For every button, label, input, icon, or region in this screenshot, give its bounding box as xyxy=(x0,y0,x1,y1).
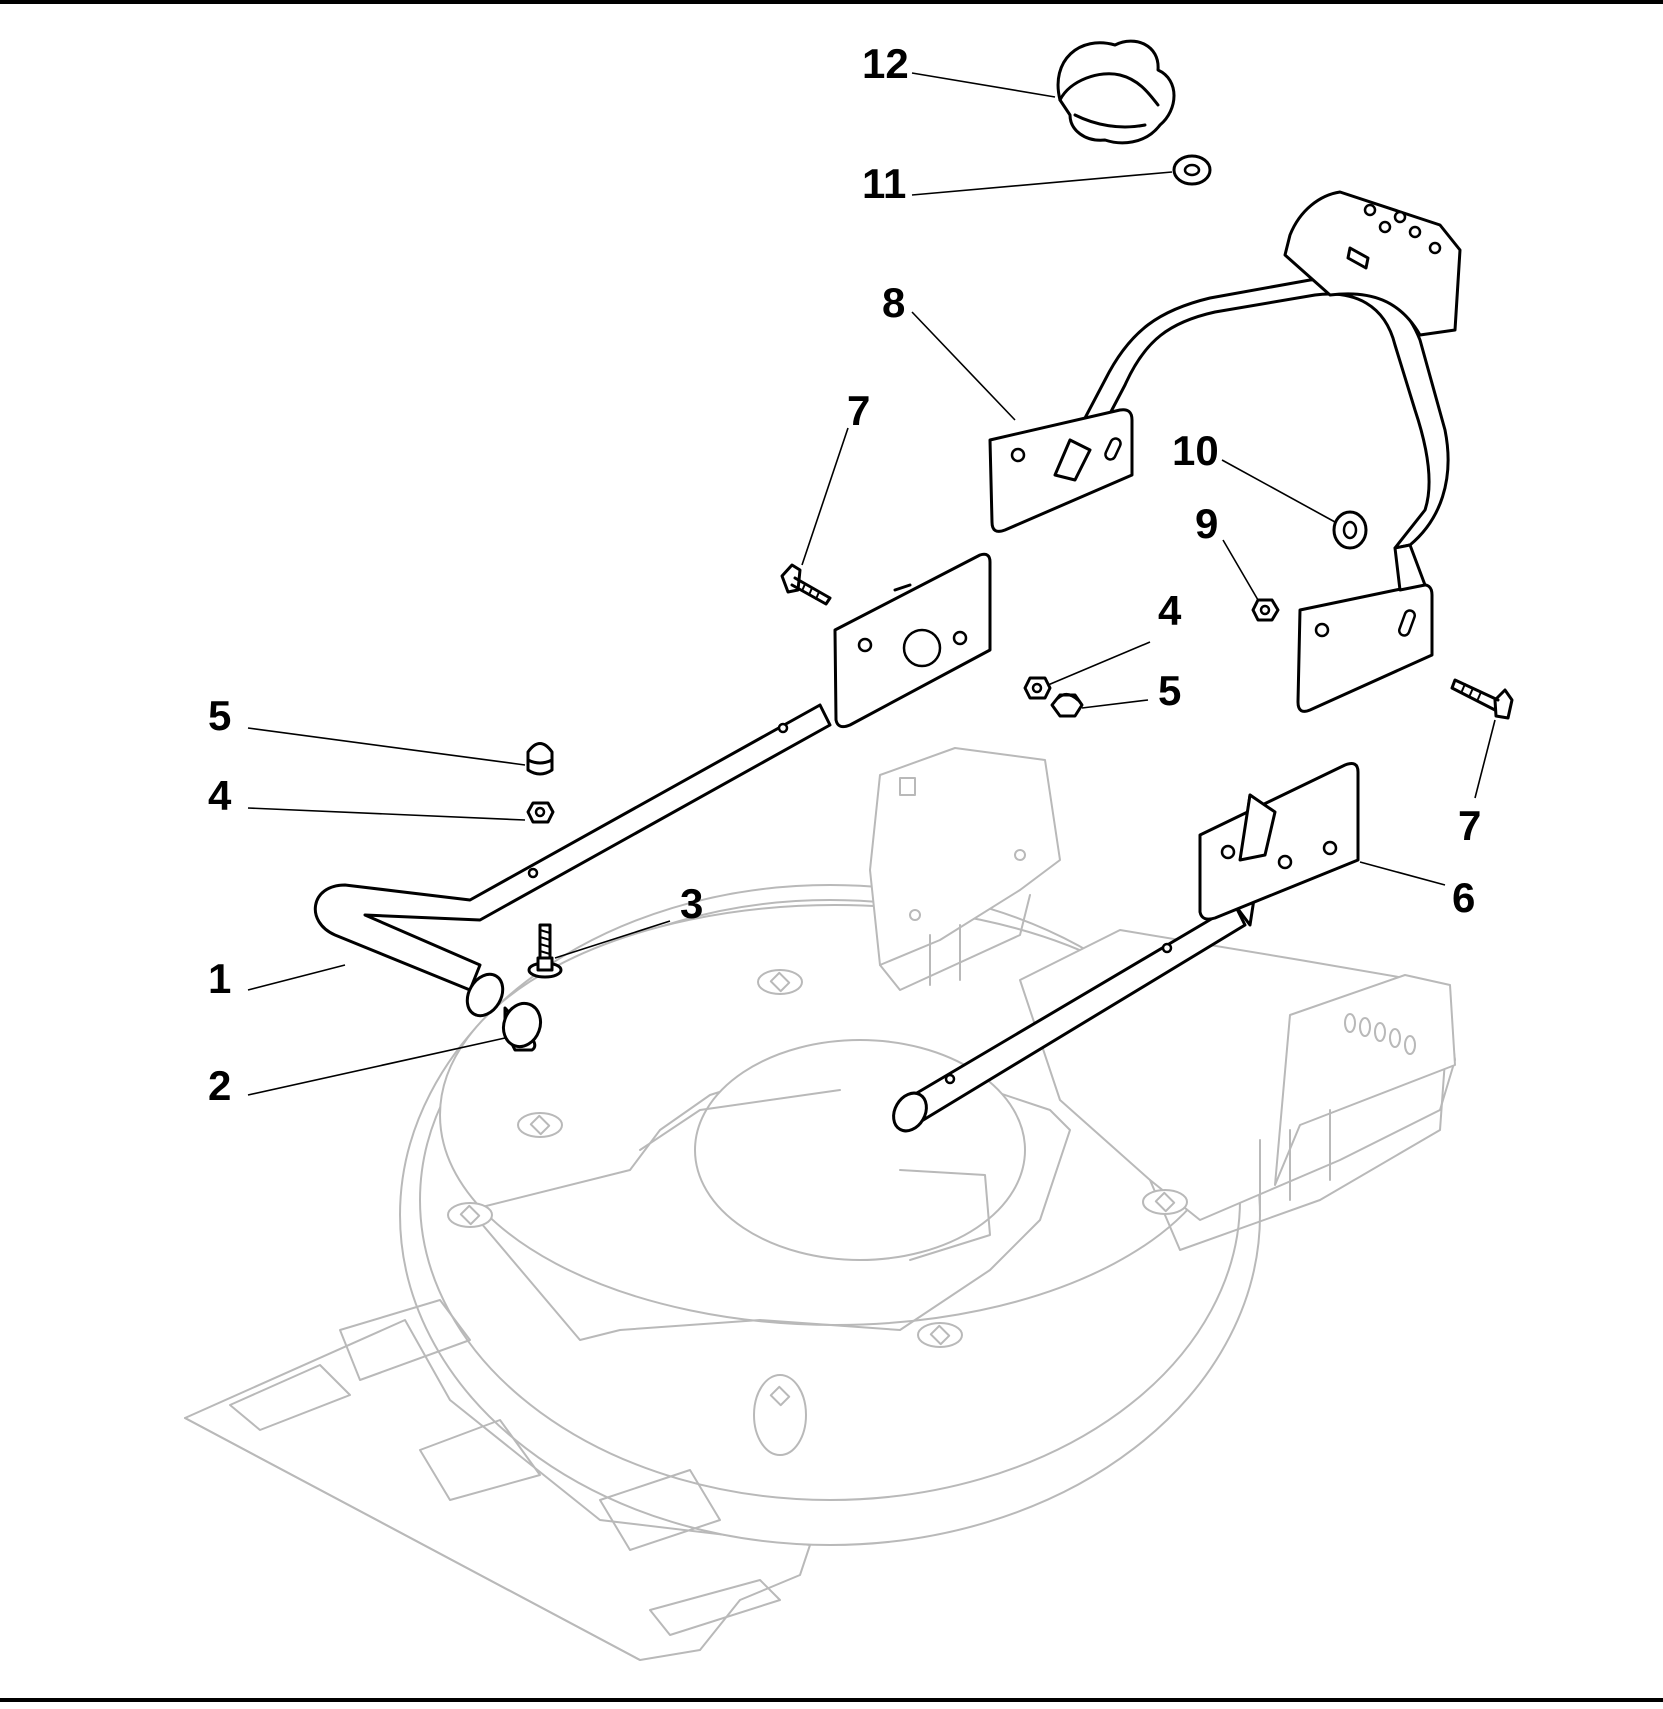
callout-2: 2 xyxy=(208,1062,231,1109)
callout-7-upper: 7 xyxy=(847,387,870,434)
callout-4-left: 4 xyxy=(208,772,232,819)
part-4-lock-nut-left xyxy=(526,801,555,824)
part-8-right-mounting-plate xyxy=(1296,543,1434,713)
part-3-bolt xyxy=(527,923,563,979)
part-1-left-handle-tube xyxy=(313,703,832,1018)
part-5-cap-nut-right xyxy=(1050,693,1084,718)
callout-5-left: 5 xyxy=(208,692,231,739)
part-5-cap-nut-left xyxy=(526,742,554,776)
callout-1: 1 xyxy=(208,955,231,1002)
callout-3: 3 xyxy=(680,880,703,927)
deck-front-flap xyxy=(184,1319,811,1661)
part-1-mounting-plate xyxy=(833,552,992,729)
leader-lines xyxy=(247,72,1496,1096)
part-6-mounting-plate xyxy=(1198,762,1360,921)
part-9-nut xyxy=(1251,598,1280,622)
part-7-bolt-lower xyxy=(1450,678,1514,720)
callout-10: 10 xyxy=(1172,427,1219,474)
callout-11: 11 xyxy=(862,160,906,207)
callout-5-right: 5 xyxy=(1158,667,1181,714)
callout-9: 9 xyxy=(1195,500,1218,547)
part-7-bolt-upper xyxy=(780,563,832,606)
part-11-washer xyxy=(1172,154,1212,186)
motor-mount-plate xyxy=(469,1059,1071,1341)
part-2-tube-end-cap xyxy=(501,1001,543,1052)
mower-deck-background xyxy=(184,747,1456,1661)
part-8-upper-handle xyxy=(1053,190,1462,550)
height-adjust-holes xyxy=(1363,203,1442,255)
rear-height-adjust-holes xyxy=(1344,1013,1416,1055)
part-12-star-knob xyxy=(1056,39,1176,145)
callout-8: 8 xyxy=(882,279,905,326)
callout-labels: 12 11 8 7 10 9 4 5 7 6 5 4 3 1 2 xyxy=(208,40,1481,1109)
part-8-left-mounting-plate xyxy=(988,408,1134,533)
callout-4-right: 4 xyxy=(1158,587,1182,634)
part-10-washer xyxy=(1332,510,1368,550)
callout-7-lower: 7 xyxy=(1458,802,1481,849)
rear-height-bracket xyxy=(1274,974,1456,1186)
part-4-lock-nut-right xyxy=(1023,676,1052,700)
callout-6: 6 xyxy=(1452,874,1475,921)
deck-bolt-bosses xyxy=(447,969,1188,1456)
tube-end-right xyxy=(892,1091,928,1133)
tube-end-left xyxy=(465,972,505,1018)
callout-12: 12 xyxy=(862,40,909,87)
